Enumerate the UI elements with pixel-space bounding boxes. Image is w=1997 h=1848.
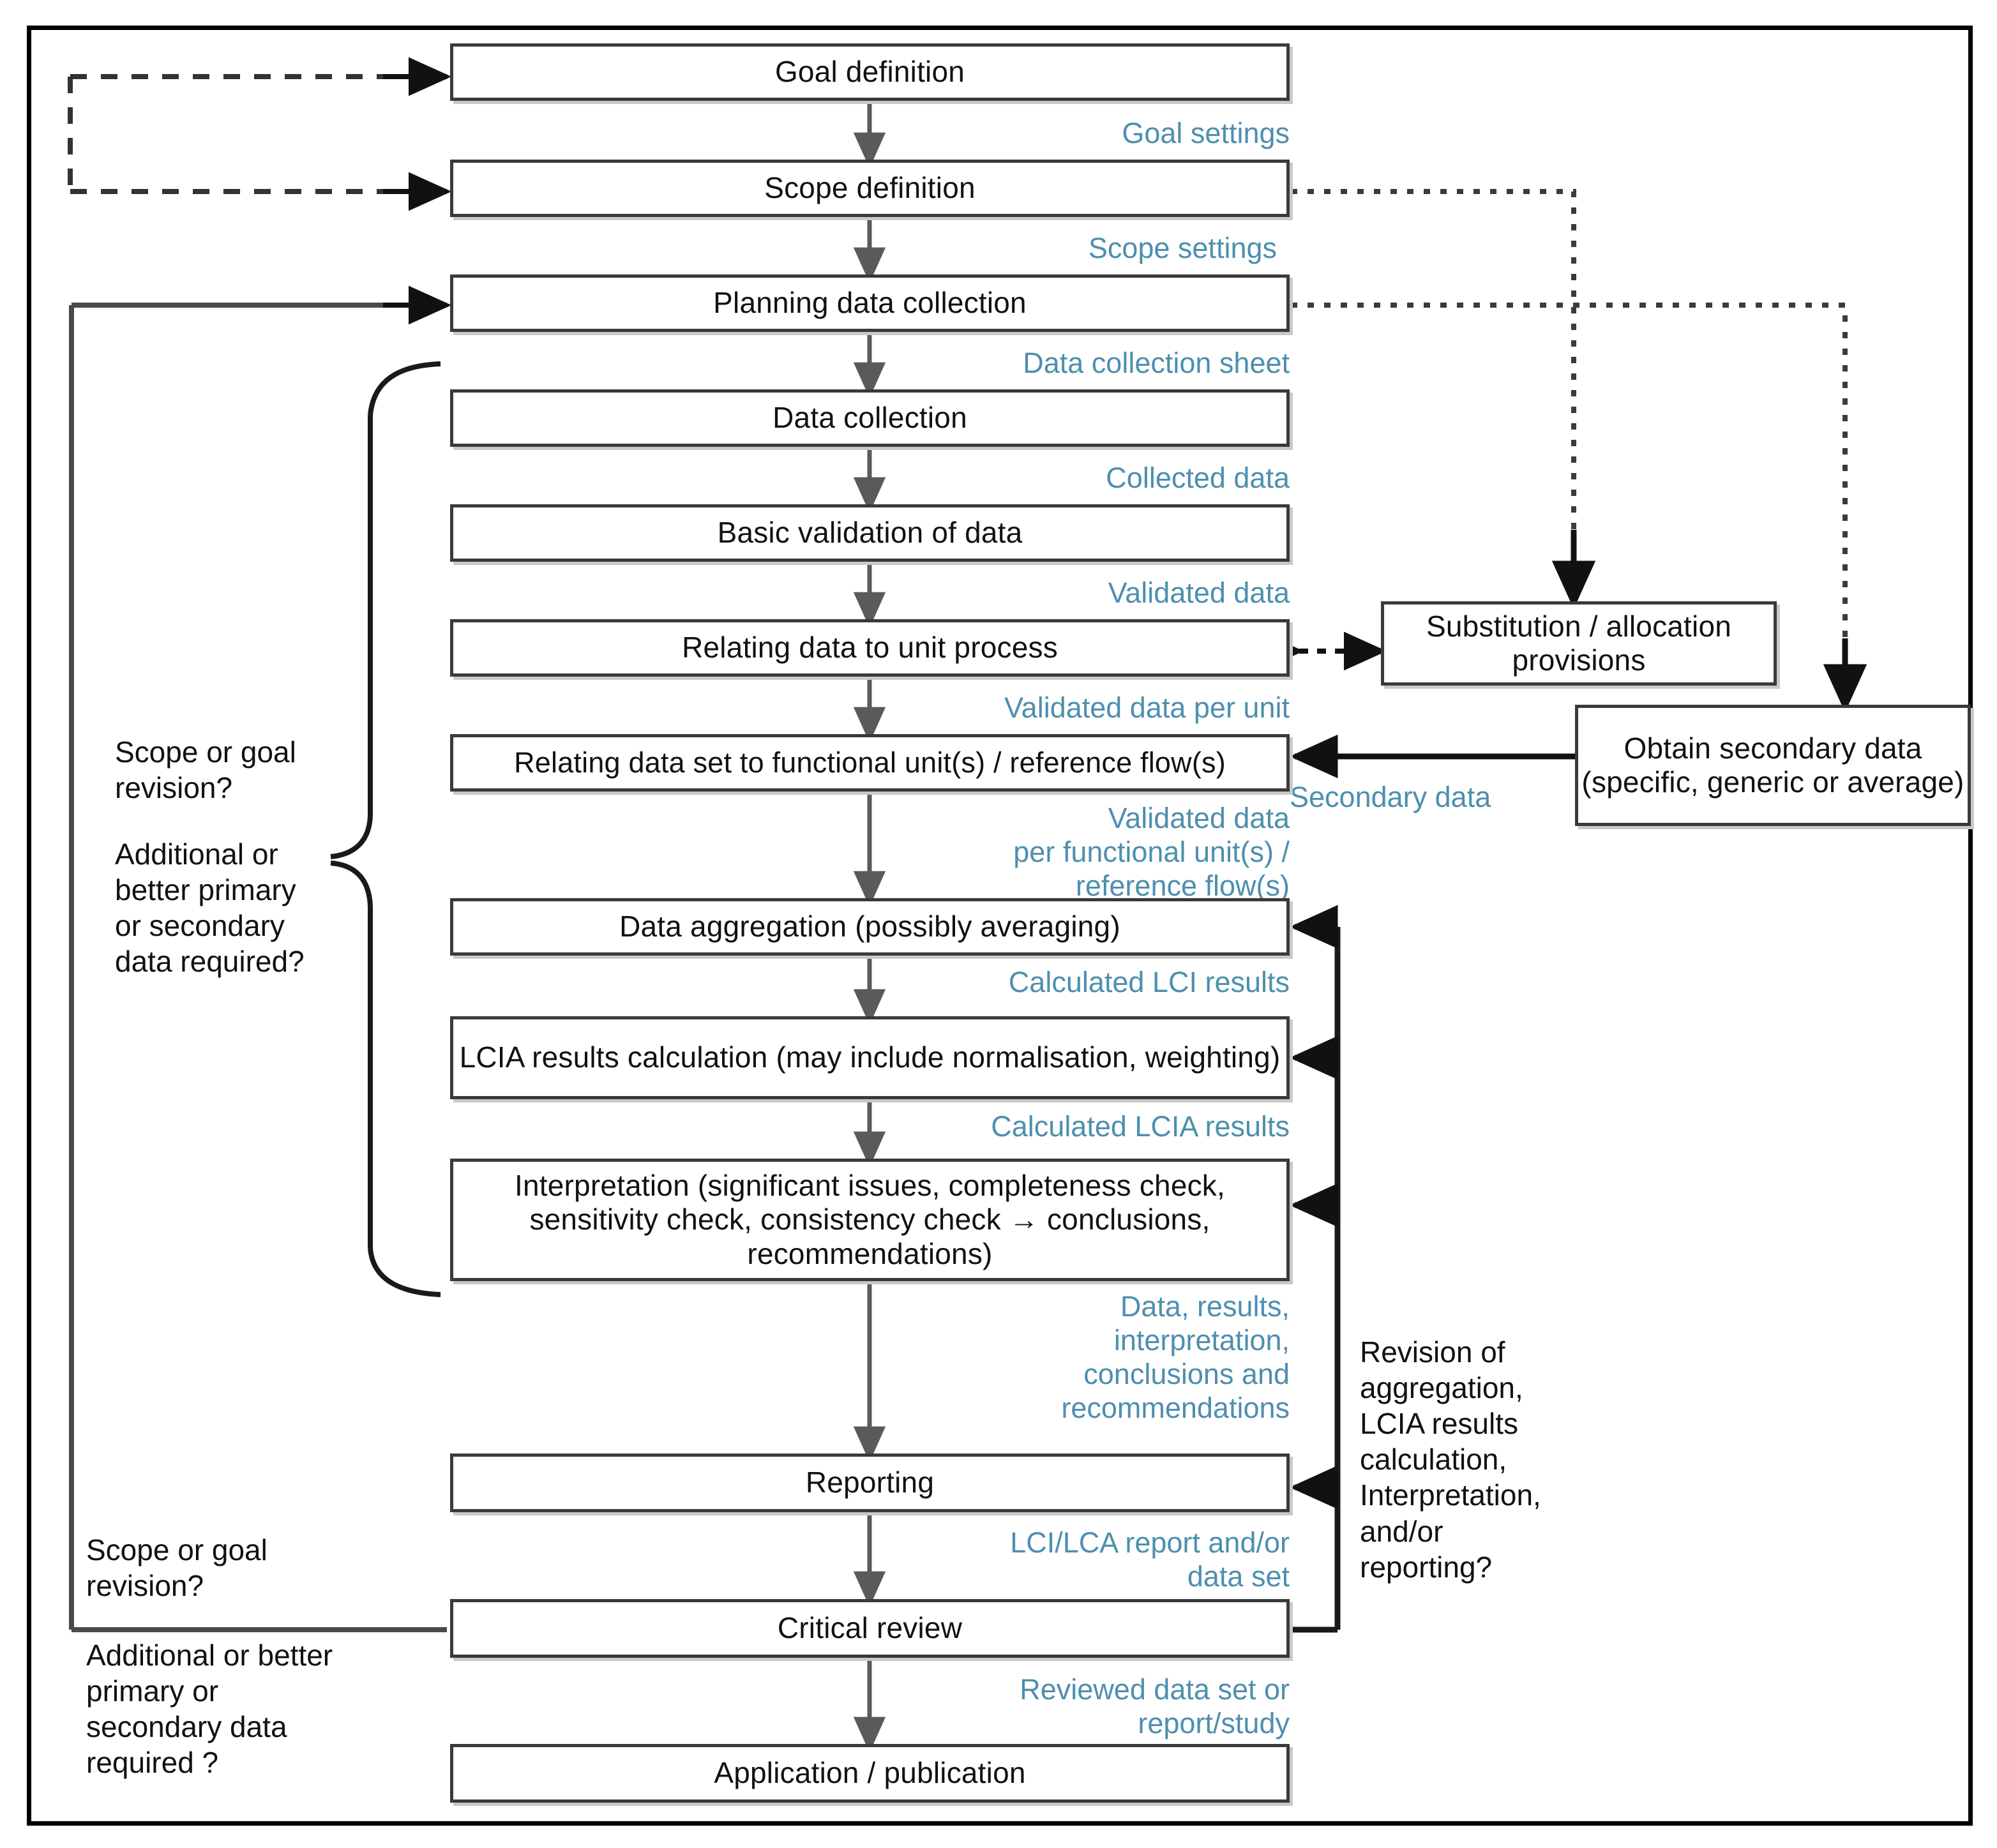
label-scope-or-goal-revision-lower: Scope or goal revision? [86, 1533, 268, 1603]
box-data-collection[interactable]: Data collection [450, 389, 1290, 447]
box-relating-data-to-unit-process[interactable]: Relating data to unit process [450, 619, 1290, 677]
label-additional-data-required-lower: Additional or better primary or secondar… [86, 1639, 333, 1780]
box-basic-validation[interactable]: Basic validation of data [450, 504, 1290, 562]
box-goal-definition[interactable]: Goal definition [450, 43, 1290, 101]
label-validated-data-per-unit: Validated data per unit [1004, 691, 1290, 724]
label-reviewed-data-set: Reviewed data set or report/study [1020, 1673, 1290, 1740]
label-data-results-interpretation: Data, results, interpretation, conclusio… [1061, 1290, 1290, 1425]
label-goal-settings: Goal settings [1122, 117, 1290, 149]
box-reporting[interactable]: Reporting [450, 1454, 1290, 1512]
label-collected-data: Collected data [1106, 462, 1290, 494]
label-scope-settings: Scope settings [1088, 232, 1277, 264]
label-validated-data-per-functional-unit: Validated data per functional unit(s) / … [1013, 802, 1290, 903]
label-data-collection-sheet: Data collection sheet [1023, 347, 1290, 379]
label-calculated-lcia-results: Calculated LCIA results [991, 1110, 1290, 1143]
box-application-publication[interactable]: Application / publication [450, 1744, 1290, 1803]
label-revision-of-aggregation: Revision of aggregation, LCIA results ca… [1360, 1335, 1541, 1584]
box-relating-data-set-to-functional-unit[interactable]: Relating data set to functional unit(s) … [450, 734, 1290, 792]
label-additional-data-required-upper: Additional or better primary or secondar… [115, 838, 305, 979]
label-validated-data: Validated data [1108, 576, 1290, 609]
label-calculated-lci-results: Calculated LCI results [1008, 966, 1290, 998]
label-lci-lca-report: LCI/LCA report and/or data set [1010, 1526, 1290, 1593]
box-substitution-allocation-provisions[interactable]: Substitution / allocation provisions [1381, 601, 1777, 686]
box-planning-data-collection[interactable]: Planning data collection [450, 274, 1290, 332]
box-scope-definition[interactable]: Scope definition [450, 160, 1290, 217]
box-obtain-secondary-data[interactable]: Obtain secondary data (specific, generic… [1575, 705, 1971, 826]
box-interpretation[interactable]: Interpretation (significant issues, comp… [450, 1159, 1290, 1281]
box-data-aggregation[interactable]: Data aggregation (possibly averaging) [450, 898, 1290, 956]
label-scope-or-goal-revision-upper: Scope or goal revision? [115, 735, 296, 805]
box-critical-review[interactable]: Critical review [450, 1599, 1290, 1658]
box-lcia-results-calculation[interactable]: LCIA results calculation (may include no… [450, 1016, 1290, 1099]
label-secondary-data: Secondary data [1290, 781, 1491, 813]
